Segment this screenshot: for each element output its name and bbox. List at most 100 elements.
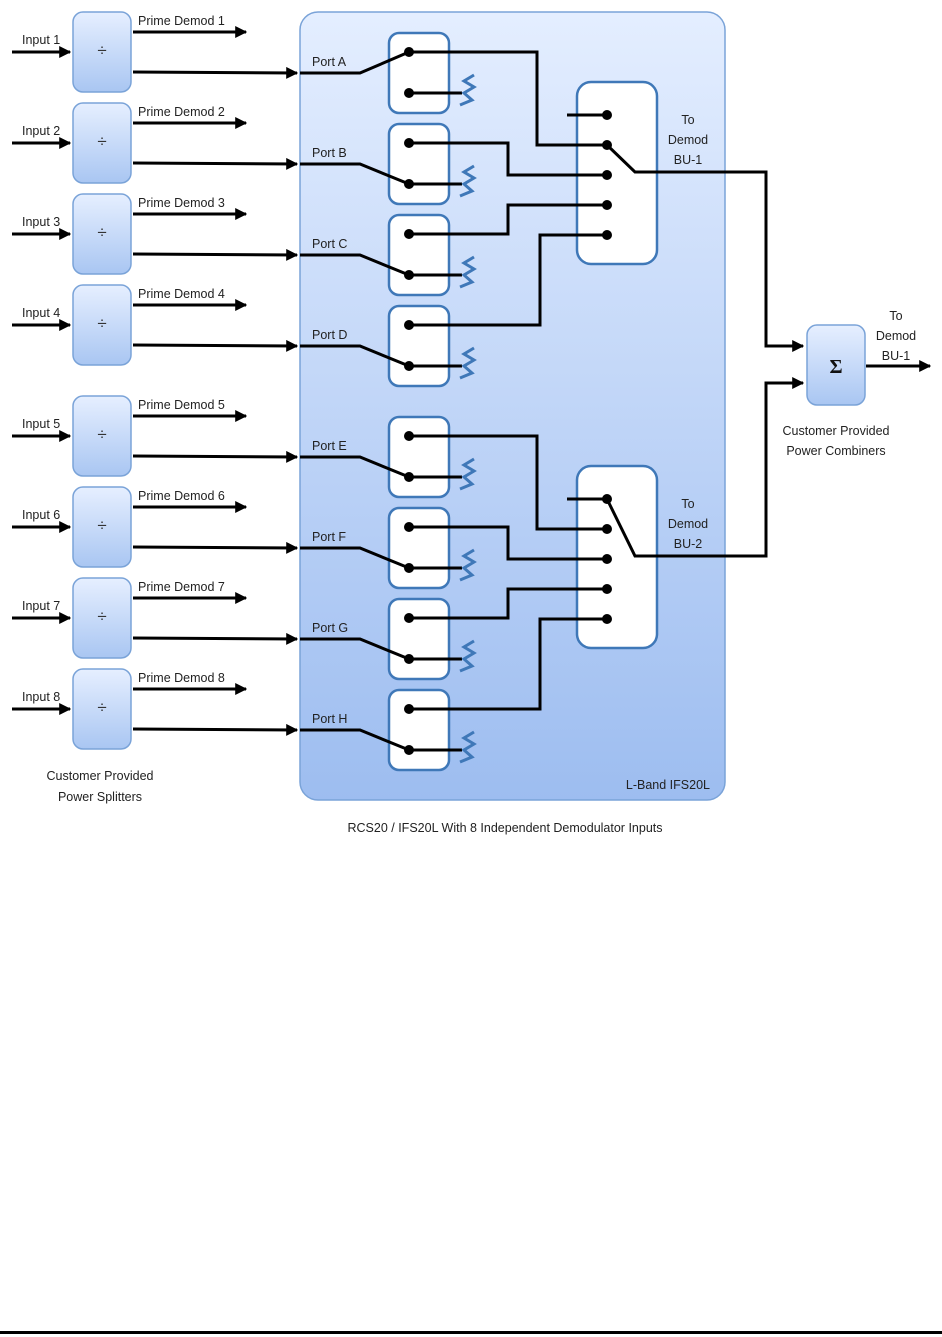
port-label: Port H	[312, 712, 347, 726]
power-splitter	[72, 11, 132, 93]
combiner-output-label-3: BU-1	[882, 349, 911, 363]
relay-arm	[300, 344, 410, 368]
routing-wire	[409, 617, 603, 711]
port-feed-arrow	[132, 339, 299, 352]
port-feed-arrow	[132, 66, 299, 79]
combiners-caption-1: Customer Provided	[783, 424, 890, 438]
selector-contact-dot	[602, 554, 612, 564]
input-label: Input 2	[22, 124, 60, 138]
divide-icon: ÷	[97, 607, 106, 626]
resistor-icon	[459, 548, 477, 582]
selector-contact-dot	[602, 614, 612, 624]
unit-label: L-Band IFS20L	[626, 778, 710, 792]
port-label: Port E	[312, 439, 347, 453]
relay-arm	[300, 50, 410, 75]
port-feed-arrow	[132, 248, 299, 261]
routing-wire	[409, 233, 603, 327]
resistor-icon	[459, 255, 477, 289]
input-label: Input 8	[22, 690, 60, 704]
power-splitter	[72, 102, 132, 184]
relay-arm	[300, 637, 410, 661]
resistor-icon	[459, 639, 477, 673]
relay-box	[387, 688, 451, 772]
input-label: Input 7	[22, 599, 60, 613]
input-label: Input 1	[22, 33, 60, 47]
selector-contact-dot	[602, 230, 612, 240]
port-feed-arrow	[132, 450, 299, 463]
relay-box	[387, 506, 451, 590]
port-label: Port D	[312, 328, 347, 342]
selector-label: To	[681, 497, 694, 511]
prime-demod-label: Prime Demod 1	[138, 14, 225, 28]
selector-output-wire	[605, 377, 805, 558]
input-label: Input 6	[22, 508, 60, 522]
resistor-icon	[459, 73, 477, 107]
power-splitter	[72, 577, 132, 659]
splitter-row: ÷ Input 4 Prime Demod 4 Port D	[12, 284, 347, 366]
selector-label: BU-1	[674, 153, 703, 167]
resistor-icon	[459, 164, 477, 198]
power-splitter	[72, 486, 132, 568]
resistor-icon	[459, 346, 477, 380]
divide-icon: ÷	[97, 516, 106, 535]
relay-arm	[300, 728, 410, 752]
ifs20l-unit	[299, 11, 726, 801]
power-splitter	[72, 284, 132, 366]
splitters-caption-2: Power Splitters	[58, 790, 142, 804]
selector-label: Demod	[668, 517, 708, 531]
relay-arm	[300, 162, 410, 186]
prime-demod-label: Prime Demod 5	[138, 398, 225, 412]
selector-contact-dot	[602, 584, 612, 594]
port-label: Port A	[312, 55, 347, 69]
selector-label: To	[681, 113, 694, 127]
divide-icon: ÷	[97, 41, 106, 60]
relay-box	[387, 31, 451, 115]
relay-box	[387, 415, 451, 499]
diagram-title: RCS20 / IFS20L With 8 Independent Demodu…	[348, 821, 663, 835]
relay-box	[387, 213, 451, 297]
power-splitter	[72, 193, 132, 275]
combiner-output-label-2: Demod	[876, 329, 916, 343]
input-label: Input 4	[22, 306, 60, 320]
power-combiner: Σ	[806, 324, 866, 406]
divide-icon: ÷	[97, 314, 106, 333]
port-label: Port F	[312, 530, 346, 544]
selector-label: BU-2	[674, 537, 703, 551]
relay-arm	[300, 455, 410, 479]
relay-box	[387, 122, 451, 206]
routing-wire	[409, 203, 603, 236]
splitters-caption-1: Customer Provided	[47, 769, 154, 783]
input-label: Input 3	[22, 215, 60, 229]
selector-contact-dot	[602, 170, 612, 180]
resistor-icon	[459, 730, 477, 764]
divide-icon: ÷	[97, 425, 106, 444]
port-label: Port C	[312, 237, 347, 251]
prime-demod-label: Prime Demod 8	[138, 671, 225, 685]
routing-wire	[409, 525, 603, 561]
prime-demod-label: Prime Demod 7	[138, 580, 225, 594]
divide-icon: ÷	[97, 132, 106, 151]
page-bottom-rule	[0, 1331, 942, 1334]
prime-demod-label: Prime Demod 4	[138, 287, 225, 301]
selector-output-wire	[605, 143, 805, 352]
relay-box	[387, 304, 451, 388]
port-feed-arrow	[132, 541, 299, 554]
power-splitter	[72, 668, 132, 750]
selector-label: Demod	[668, 133, 708, 147]
routing-wire	[409, 141, 603, 177]
routing-wire	[409, 434, 603, 531]
splitter-row: ÷ Input 1 Prime Demod 1 Port A	[12, 11, 347, 93]
prime-demod-label: Prime Demod 2	[138, 105, 225, 119]
port-feed-arrow	[132, 157, 299, 170]
combiner-output-label-1: To	[889, 309, 902, 323]
